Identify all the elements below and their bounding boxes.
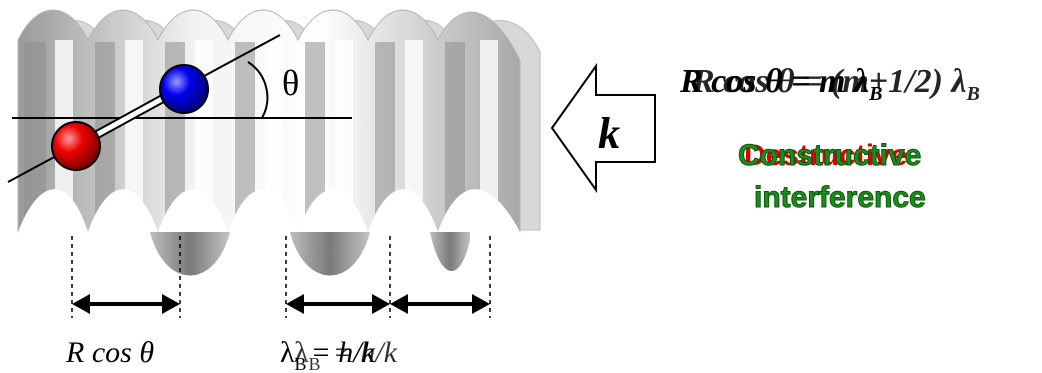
molecule-icon <box>51 64 209 171</box>
equation-subscript: B <box>868 83 882 105</box>
lambda-rhs: = h/k <box>311 336 376 369</box>
surface-bottom-edge <box>18 189 520 240</box>
lambda-symbol: λ <box>280 336 295 369</box>
equation-constructive-main: R cos θ = m λ <box>679 63 869 100</box>
surface-valley-2 <box>290 232 370 276</box>
angle-arc <box>247 61 269 119</box>
equation-destructive: R cos θ = (m+1/2) λB <box>691 63 980 105</box>
constructive-label-line2: interference <box>754 181 926 214</box>
incident-arrow-icon <box>550 62 656 194</box>
rib-highlights <box>55 40 498 232</box>
lambda-subscript: B <box>295 354 307 373</box>
blue-atom <box>159 64 209 114</box>
wavevector-label: k <box>598 109 620 158</box>
lambda-symbol-overlap: λ <box>294 336 309 369</box>
dashed-guides <box>71 236 491 318</box>
red-atom <box>51 121 101 171</box>
surface-valley-3 <box>430 232 470 272</box>
rib-shading <box>24 42 465 232</box>
equation-destructive-main: R cos θ = (m+1/2) λ <box>691 63 967 100</box>
svg-text:λB= h/k: λB= h/k <box>294 336 398 373</box>
spacing-left-label: R cos θ <box>65 336 154 369</box>
lambda-subscript-overlap: B <box>309 354 321 373</box>
constructive-label-line1: Constructive <box>738 139 921 172</box>
spacing-right-label: λB= h/k λB= h/k <box>280 336 398 373</box>
dimension-arrows <box>72 294 490 314</box>
equation-destructive-subscript: B <box>966 83 980 105</box>
lambda-rhs-overlap: = h/k <box>333 336 398 369</box>
corrugated-surface <box>17 9 541 276</box>
interference-equation: R cos θ = m λB R cos θ = (m+1/2) λB <box>679 63 980 105</box>
equation-constructive: R cos θ = m λB <box>679 63 882 105</box>
destructive-label: Destructive <box>744 139 907 172</box>
theta-label: θ <box>282 63 299 103</box>
svg-text:λB= h/k: λB= h/k <box>280 336 376 373</box>
surface-valley-1 <box>150 232 230 276</box>
